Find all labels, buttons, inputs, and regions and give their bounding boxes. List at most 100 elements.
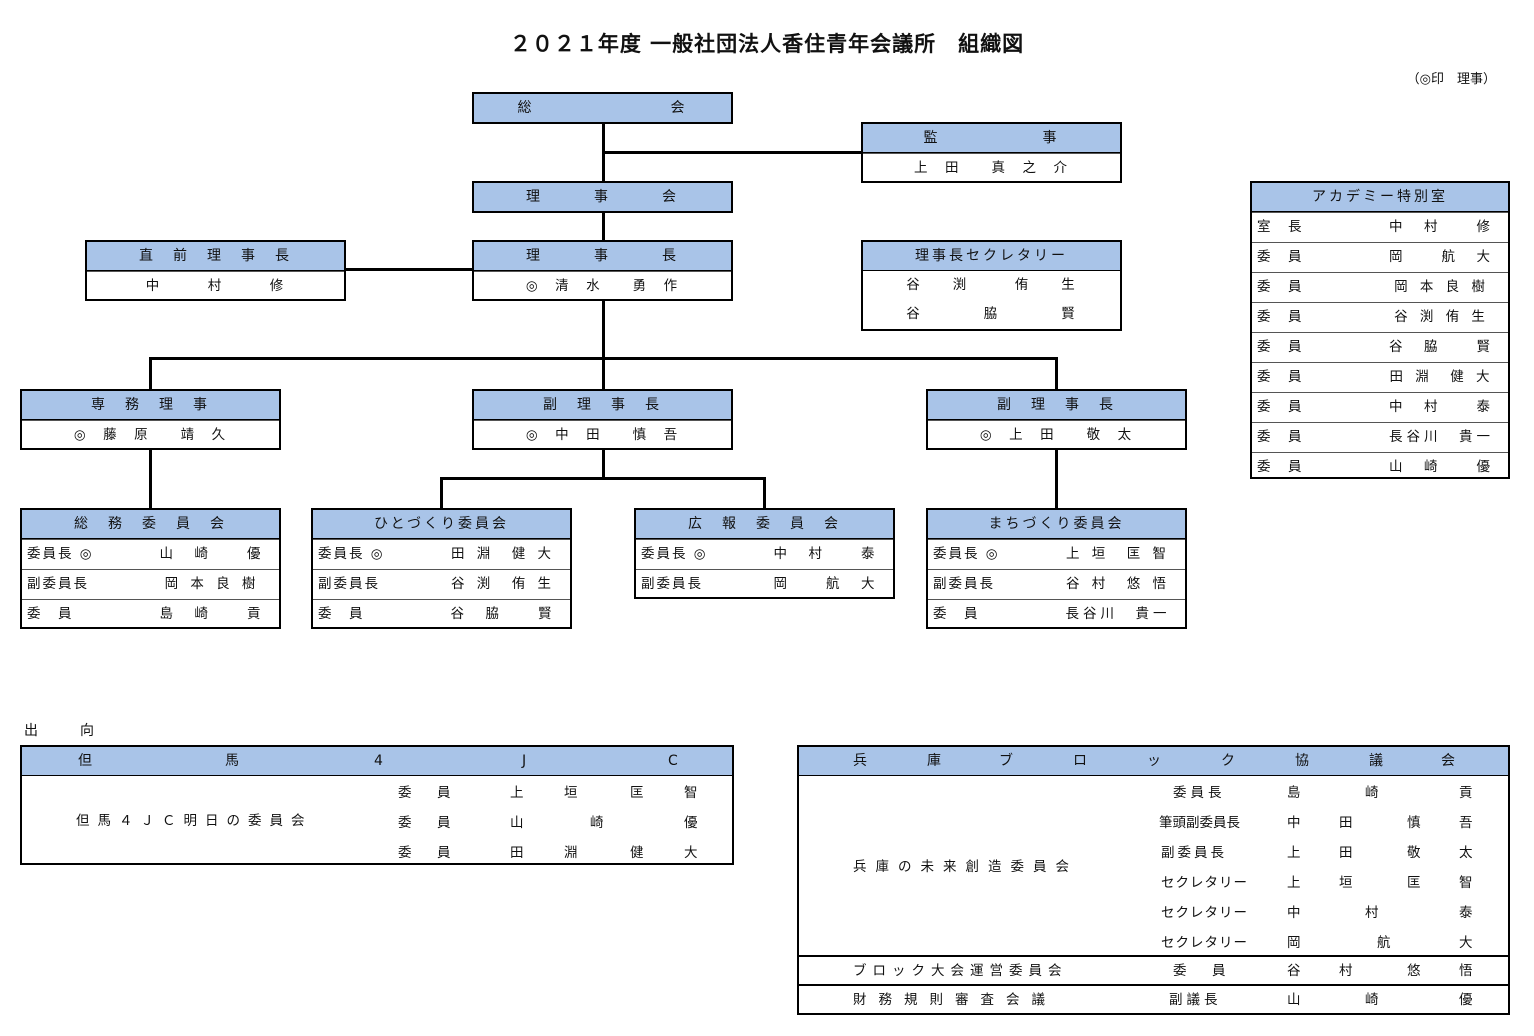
academy-row: 委 員田 淵 健 大 [1252, 362, 1508, 392]
member-role: 副議長 [1169, 992, 1222, 1008]
member-role: 室 長 [1257, 219, 1304, 235]
hyogo-row: セクレタリー 中 村 泰 [1159, 901, 1479, 925]
member-name: 中 村 泰 [773, 546, 879, 562]
member-name-char: 智 [1459, 875, 1473, 891]
academy-row: 委 員岡 本 良 樹 [1252, 272, 1508, 302]
member-name: 山 崎 優 [1389, 459, 1494, 475]
committee-row: 副委員長谷 村 悠 悟 [928, 569, 1185, 599]
member-name-char: 大 [1459, 935, 1473, 951]
header-char: 但 [78, 753, 92, 769]
member-role: 委 員 [933, 606, 980, 622]
member-name: 岡 航 大 [1389, 249, 1494, 265]
member-name-char: 田 [1339, 815, 1353, 831]
member-name: 田 淵 健 大 [450, 546, 556, 562]
member-role: 委 員 [398, 785, 457, 801]
auditor-name: 上 田 真 之 介 [863, 153, 1120, 183]
executive-director-box: 専 務 理 事 ◎ 藤 原 靖 久 [20, 389, 281, 450]
academy-row: 委 員谷 渕 侑 生 [1252, 302, 1508, 332]
vice-president-header: 副 理 事 長 [928, 391, 1185, 420]
page-title: ２０２１年度 一般社団法人香住青年会議所 組織図 [509, 32, 1025, 56]
hyogo-extra-row: ブロック大会運営委員会 委 員 谷 村 悠 悟 [799, 955, 1508, 986]
committee-name: ブロック大会運営委員会 [853, 963, 1068, 979]
committee-row: 委員長 ◎上 垣 匡 智 [928, 539, 1185, 569]
header-char: ク [1221, 753, 1235, 769]
tajima-4jc-box: 但 馬 4 J C 但馬４ＪＣ明日の委員会 委 員 上 垣 匡 智 委 員 山 … [20, 745, 734, 865]
academy-row: 室 長中 村 修 [1252, 212, 1508, 242]
header-char: ブ [999, 753, 1013, 769]
committee-header: 広 報 委 員 会 [636, 510, 893, 539]
member-name: 岡 航 大 [773, 576, 879, 592]
connector [440, 477, 766, 480]
member-name-char: 島 [1287, 785, 1301, 801]
secretary-name: 谷 脇 賢 [906, 306, 1077, 322]
member-role: 委 員 [1257, 399, 1304, 415]
hyogo-row: セクレタリー 岡 航 大 [1159, 931, 1479, 955]
hyogo-row: 委員長 島 崎 貢 [1159, 781, 1479, 805]
header-char: 会 [1441, 753, 1455, 769]
committee-row: 委員長 ◎山 崎 優 [22, 539, 279, 569]
member-name: 谷 村 悠 悟 [1065, 576, 1171, 592]
committee-name: 財務規則審査会議 [853, 992, 1057, 1008]
hyogo-row: 筆頭副委員長 中 田 慎 吾 [1159, 811, 1479, 835]
member-name-char: 村 [1339, 963, 1353, 979]
member-name-char: 岡 [1287, 935, 1301, 951]
committee-row: 副委員長谷 渕 侑 生 [313, 569, 570, 599]
member-name: 谷 脇 賢 [450, 606, 556, 622]
executive-director-name: ◎ 藤 原 靖 久 [22, 420, 279, 450]
president-secretary-box: 理事長セクレタリー 谷 渕 侑 生 谷 脇 賢 [861, 240, 1122, 331]
member-name: 谷 脇 賢 [1389, 339, 1494, 355]
committee-row: 副委員長 岡 航 大 [636, 569, 893, 599]
header-char: C [668, 753, 678, 769]
header-char: ッ [1147, 753, 1161, 769]
secretary-name: 谷 渕 侑 生 [906, 277, 1077, 293]
academy-row: 委 員岡 航 大 [1252, 242, 1508, 272]
member-name-char: 上 [1287, 845, 1301, 861]
member-role: セクレタリー [1161, 875, 1248, 891]
member-role: 委 員 [318, 606, 365, 622]
member-role: 委 員 [1257, 309, 1304, 325]
secretary-header: 理事長セクレタリー [863, 242, 1120, 271]
executive-director-header: 専 務 理 事 [22, 391, 279, 420]
member-name-char: 垣 [564, 785, 578, 801]
hyogo-block-box: 兵 庫 ブ ロ ッ ク 協 議 会 兵庫の未来創造委員会 委員長 島 崎 貢 筆… [797, 745, 1510, 1015]
member-name-char: 上 [510, 785, 524, 801]
member-name-char: 淵 [564, 845, 578, 861]
past-president-box: 直 前 理 事 長 中 村 修 [85, 240, 346, 301]
member-role: 委員長 ◎ [641, 546, 708, 562]
connector [1055, 357, 1058, 390]
header-char: 協 [1295, 753, 1309, 769]
connector [149, 449, 152, 509]
tajima-row: 委 員 上 垣 匡 智 [398, 781, 718, 805]
member-name-char: 田 [510, 845, 524, 861]
member-name-char: 優 [684, 815, 698, 831]
member-name-char: 村 [1365, 905, 1379, 921]
committee-row: 副委員長岡 本 良 樹 [22, 569, 279, 599]
member-name-char: 匡 [630, 785, 644, 801]
member-name: 田 淵 健 大 [1389, 369, 1494, 385]
member-name-char: 優 [1459, 992, 1473, 1008]
legend-note: （◎印 理事） [1406, 72, 1496, 87]
header-char: 議 [1369, 753, 1383, 769]
member-role: 副委員長 [641, 576, 703, 592]
connector [763, 477, 766, 509]
vice-president-box: 副 理 事 長 ◎ 上 田 敬 太 [926, 389, 1187, 450]
vice-president-name: ◎ 中 田 慎 吾 [474, 420, 731, 450]
vice-president-name: ◎ 上 田 敬 太 [928, 420, 1185, 450]
committee-row: 委員長 ◎田 淵 健 大 [313, 539, 570, 569]
connector [1055, 449, 1058, 509]
connector [149, 357, 1058, 360]
committee-header: 総 務 委 員 会 [22, 510, 279, 539]
member-role: 委 員 [27, 606, 74, 622]
header-char: 4 [374, 753, 383, 769]
member-name-char: 航 [1377, 935, 1391, 951]
member-name-char: 上 [1287, 875, 1301, 891]
tajima-rows: 委 員 上 垣 匡 智 委 員 山 崎 優 委 員 田 淵 健 大 [22, 777, 732, 863]
past-president-header: 直 前 理 事 長 [87, 242, 344, 271]
member-role: セクレタリー [1161, 905, 1248, 921]
committee-box-people: ひとづくり委員会 委員長 ◎田 淵 健 大 副委員長谷 渕 侑 生 委 員谷 脇… [311, 508, 572, 629]
vice-president-box: 副 理 事 長 ◎ 中 田 慎 吾 [472, 389, 733, 450]
connector [440, 477, 443, 509]
member-role: 委 員 [1257, 279, 1304, 295]
member-name-char: 崎 [1365, 785, 1379, 801]
hyogo-extra-row: 財務規則審査会議 副議長 山 崎 優 [799, 984, 1508, 1015]
